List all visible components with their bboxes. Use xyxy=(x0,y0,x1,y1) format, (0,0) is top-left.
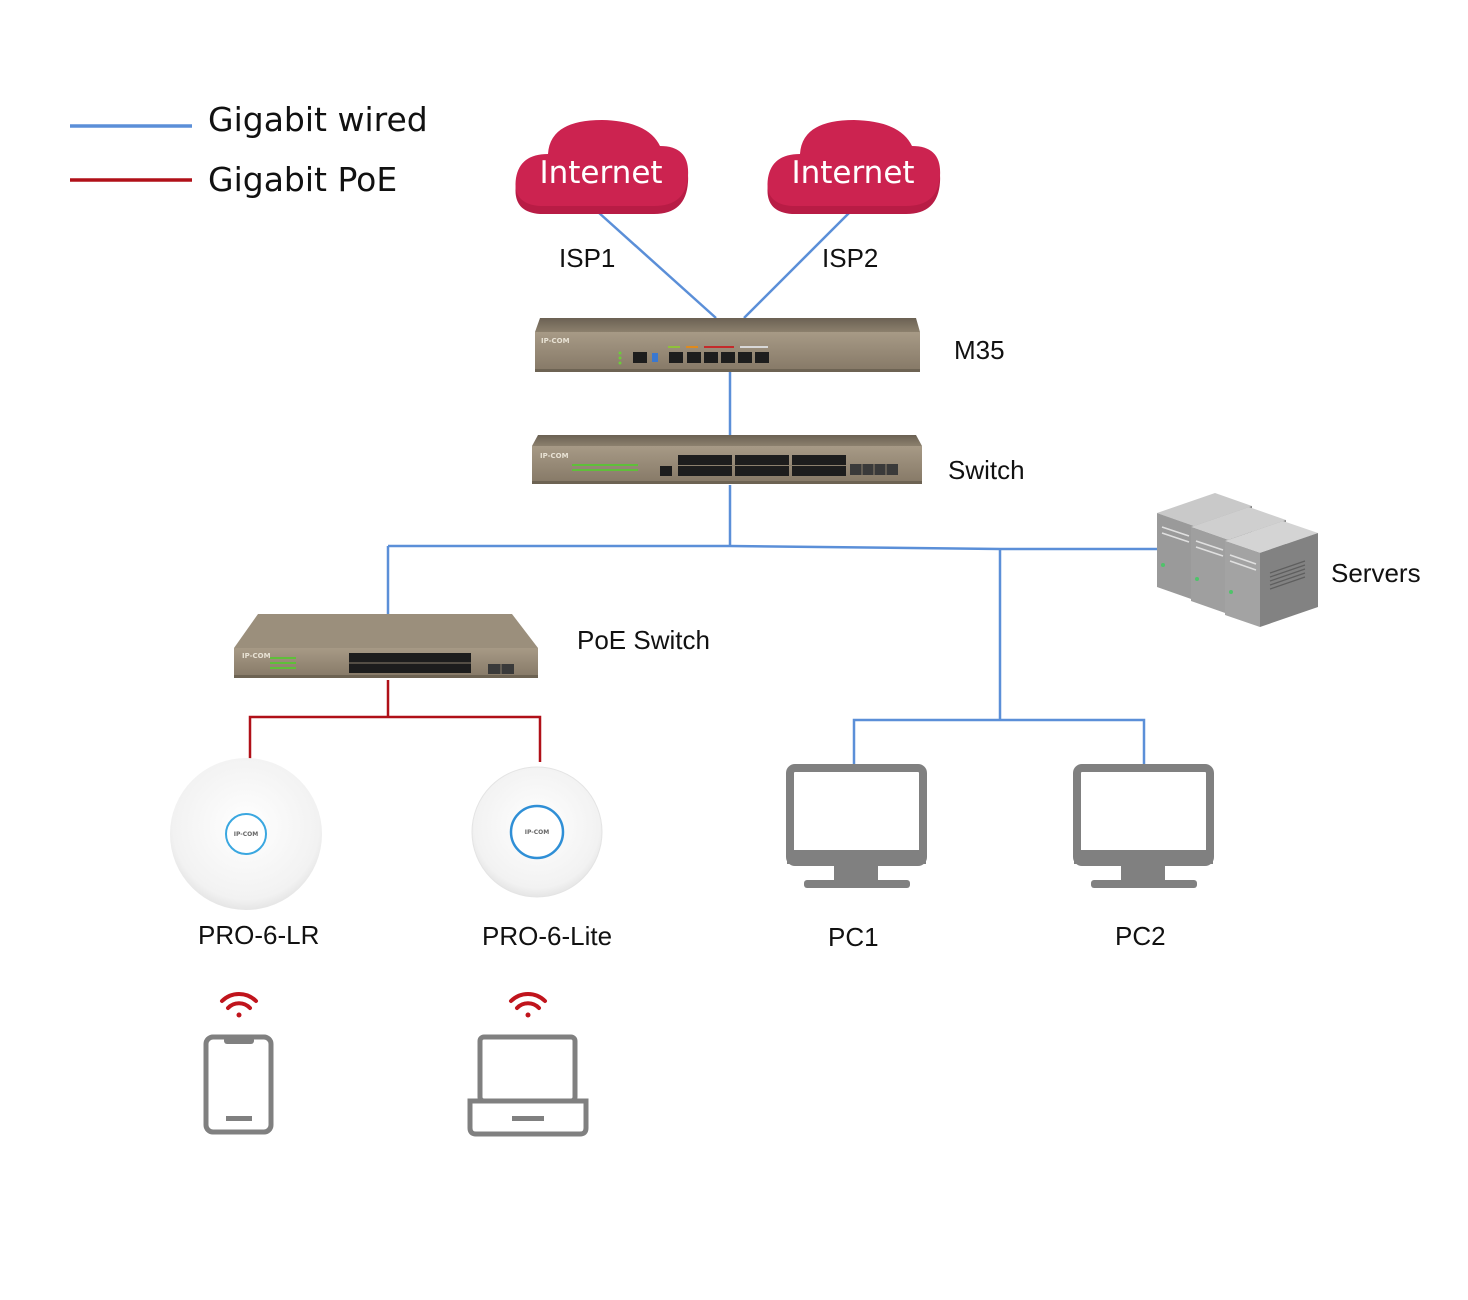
router-m35: IP-COM xyxy=(535,318,920,372)
wired-links xyxy=(386,211,1160,766)
poe-links xyxy=(248,680,542,762)
router-brand: IP-COM xyxy=(541,337,570,345)
cloud-isp1: Internet xyxy=(515,120,689,214)
link-poe-bus xyxy=(248,715,542,762)
poe-switch-brand: IP-COM xyxy=(242,652,271,660)
legend-poe-label: Gigabit PoE xyxy=(208,160,398,199)
cloud-isp2-label: Internet xyxy=(791,155,914,191)
link-isp2 xyxy=(743,211,851,319)
label-ap1: PRO-6-LR xyxy=(198,920,320,950)
ap-pro-6-lite: IP-COM xyxy=(471,766,603,898)
laptop-icon xyxy=(467,1034,589,1137)
monitor-icon xyxy=(1073,764,1214,888)
phone-icon xyxy=(203,1034,274,1135)
label-isp2: ISP2 xyxy=(822,243,879,273)
ap-pro-6-lr: IP-COM xyxy=(170,758,322,910)
switch-icon xyxy=(532,435,922,484)
label-pc2: PC2 xyxy=(1115,921,1166,951)
link-pc-bus xyxy=(852,718,1146,766)
servers xyxy=(1157,493,1318,627)
legend-wired-label: Gigabit wired xyxy=(208,100,428,139)
access-point-icon xyxy=(471,766,603,898)
label-ap2: PRO-6-Lite xyxy=(482,921,613,951)
router-icon xyxy=(535,318,920,372)
switch-main: IP-COM xyxy=(532,435,922,484)
cloud-icon xyxy=(767,120,941,214)
switch-icon xyxy=(234,614,538,678)
cloud-isp1-label: Internet xyxy=(539,155,662,191)
link-isp1 xyxy=(597,211,717,319)
cloud-icon xyxy=(515,120,689,214)
label-servers: Servers xyxy=(1331,558,1421,588)
monitor-icon xyxy=(786,764,927,888)
link-horizontal-bus xyxy=(388,544,1160,551)
legend-lines xyxy=(70,124,192,182)
label-switch: Switch xyxy=(948,455,1025,485)
wifi-icon xyxy=(509,991,547,1018)
label-isp1: ISP1 xyxy=(559,243,616,273)
pc1 xyxy=(786,764,927,888)
ap2-brand: IP-COM xyxy=(525,829,550,836)
poe-switch: IP-COM xyxy=(234,614,538,678)
switch-brand: IP-COM xyxy=(540,452,569,460)
server-icon xyxy=(1157,493,1318,627)
access-point-icon xyxy=(170,758,322,910)
wifi-icon xyxy=(220,991,258,1018)
ap1-brand: IP-COM xyxy=(234,831,259,838)
switch-led-grid xyxy=(572,464,638,471)
cloud-isp2: Internet xyxy=(767,120,941,214)
label-pc1: PC1 xyxy=(828,922,879,952)
label-poe-switch: PoE Switch xyxy=(577,625,710,655)
pc2 xyxy=(1073,764,1214,888)
label-router: M35 xyxy=(954,335,1005,365)
